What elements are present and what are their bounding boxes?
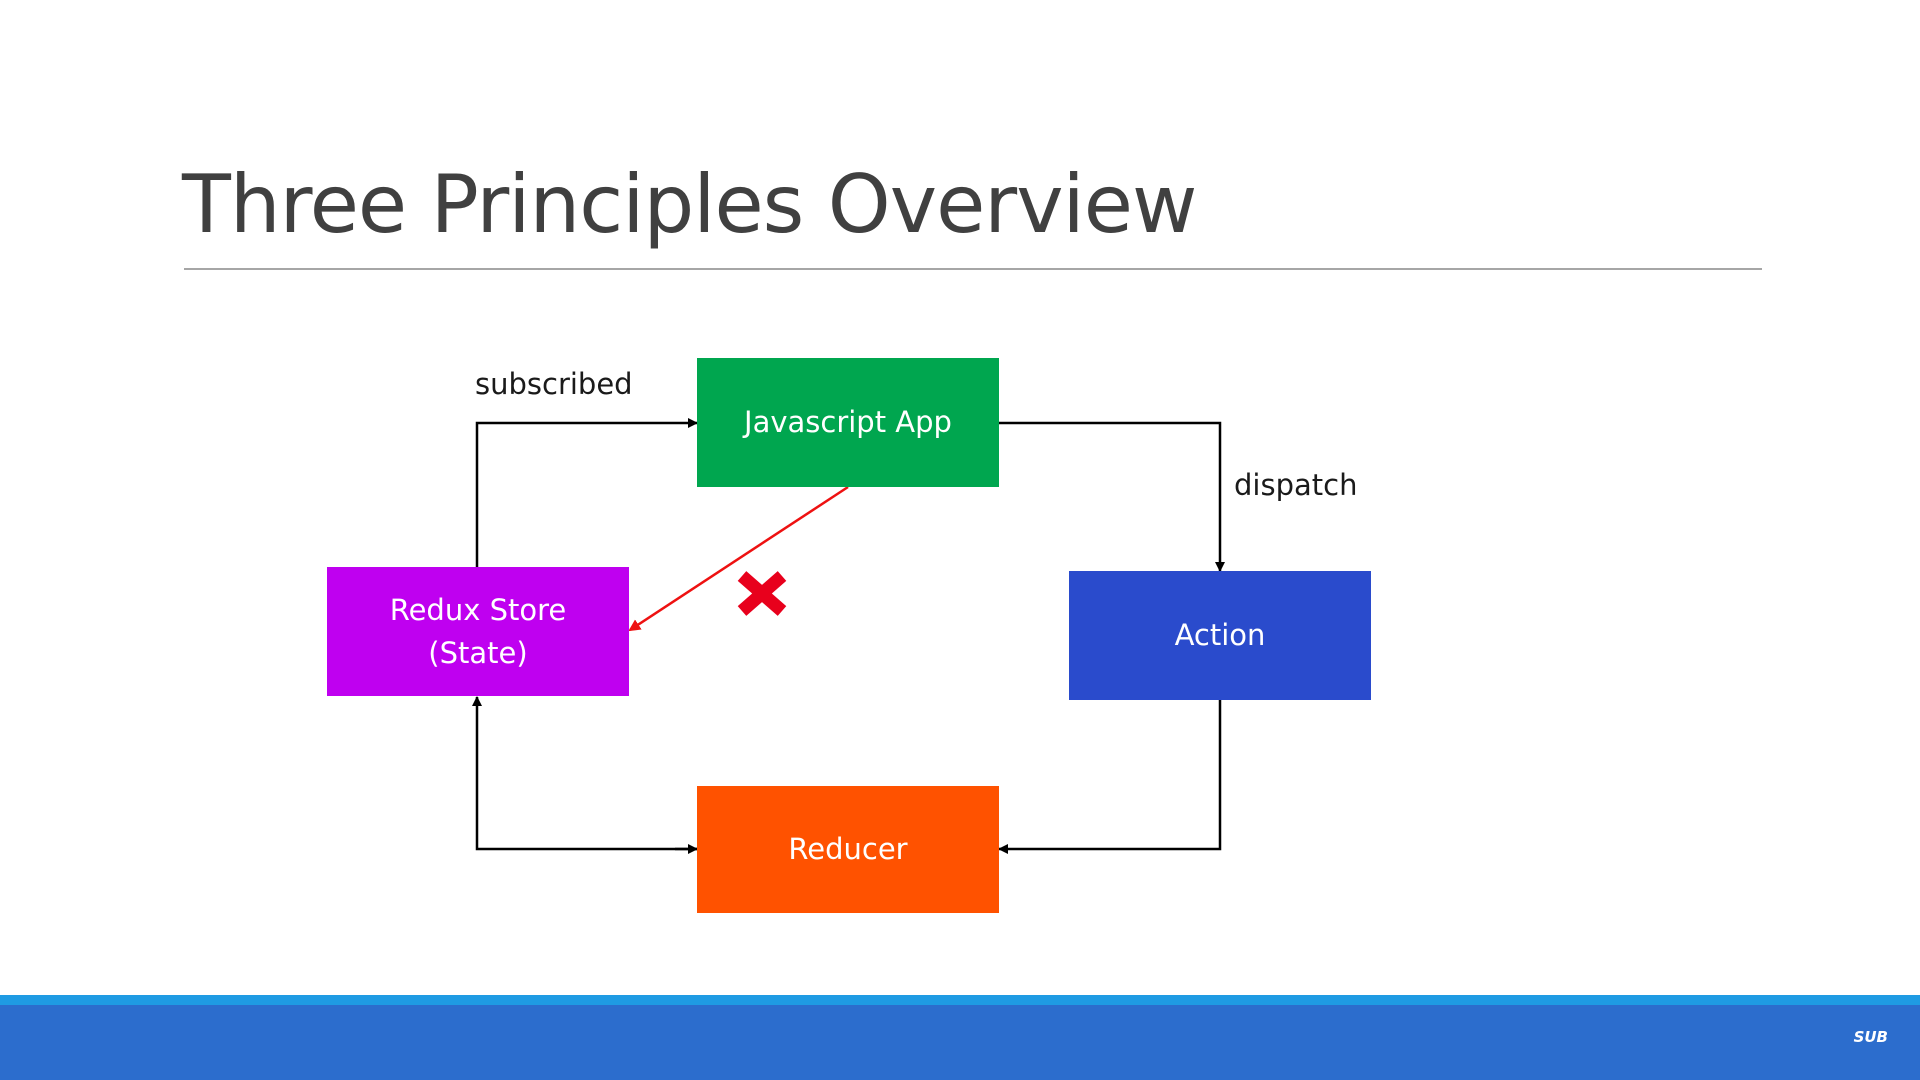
cross-mark-icon (737, 571, 787, 616)
title-divider (184, 268, 1762, 270)
node-redux-store: Redux Store (State) (327, 567, 629, 696)
node-javascript-app: Javascript App (697, 358, 999, 487)
node-redux-store-sublabel: (State) (428, 635, 528, 670)
footer-accent-stripe (0, 995, 1920, 1005)
node-action: Action (1069, 571, 1371, 700)
slide-title: Three Principles Overview (182, 158, 1197, 251)
node-action-label: Action (1174, 618, 1266, 652)
footer-bar (0, 1005, 1920, 1080)
edge-forbidden-direct-arrow (628, 485, 849, 632)
node-reducer: Reducer (697, 786, 999, 913)
edge-label-subscribed: subscribed (475, 367, 633, 401)
edge-reducer-to-store-arrow (472, 696, 697, 851)
node-reducer-label: Reducer (788, 832, 908, 866)
node-redux-store-label: Redux Store (389, 592, 567, 627)
edge-subscribed-arrow (475, 418, 698, 567)
edge-dispatch-arrow (999, 421, 1225, 572)
footer-badge: SUB (1853, 1028, 1888, 1046)
edge-label-dispatch: dispatch (1234, 468, 1358, 502)
edge-action-to-reducer-arrow (998, 700, 1222, 854)
node-javascript-app-label: Javascript App (744, 405, 952, 439)
